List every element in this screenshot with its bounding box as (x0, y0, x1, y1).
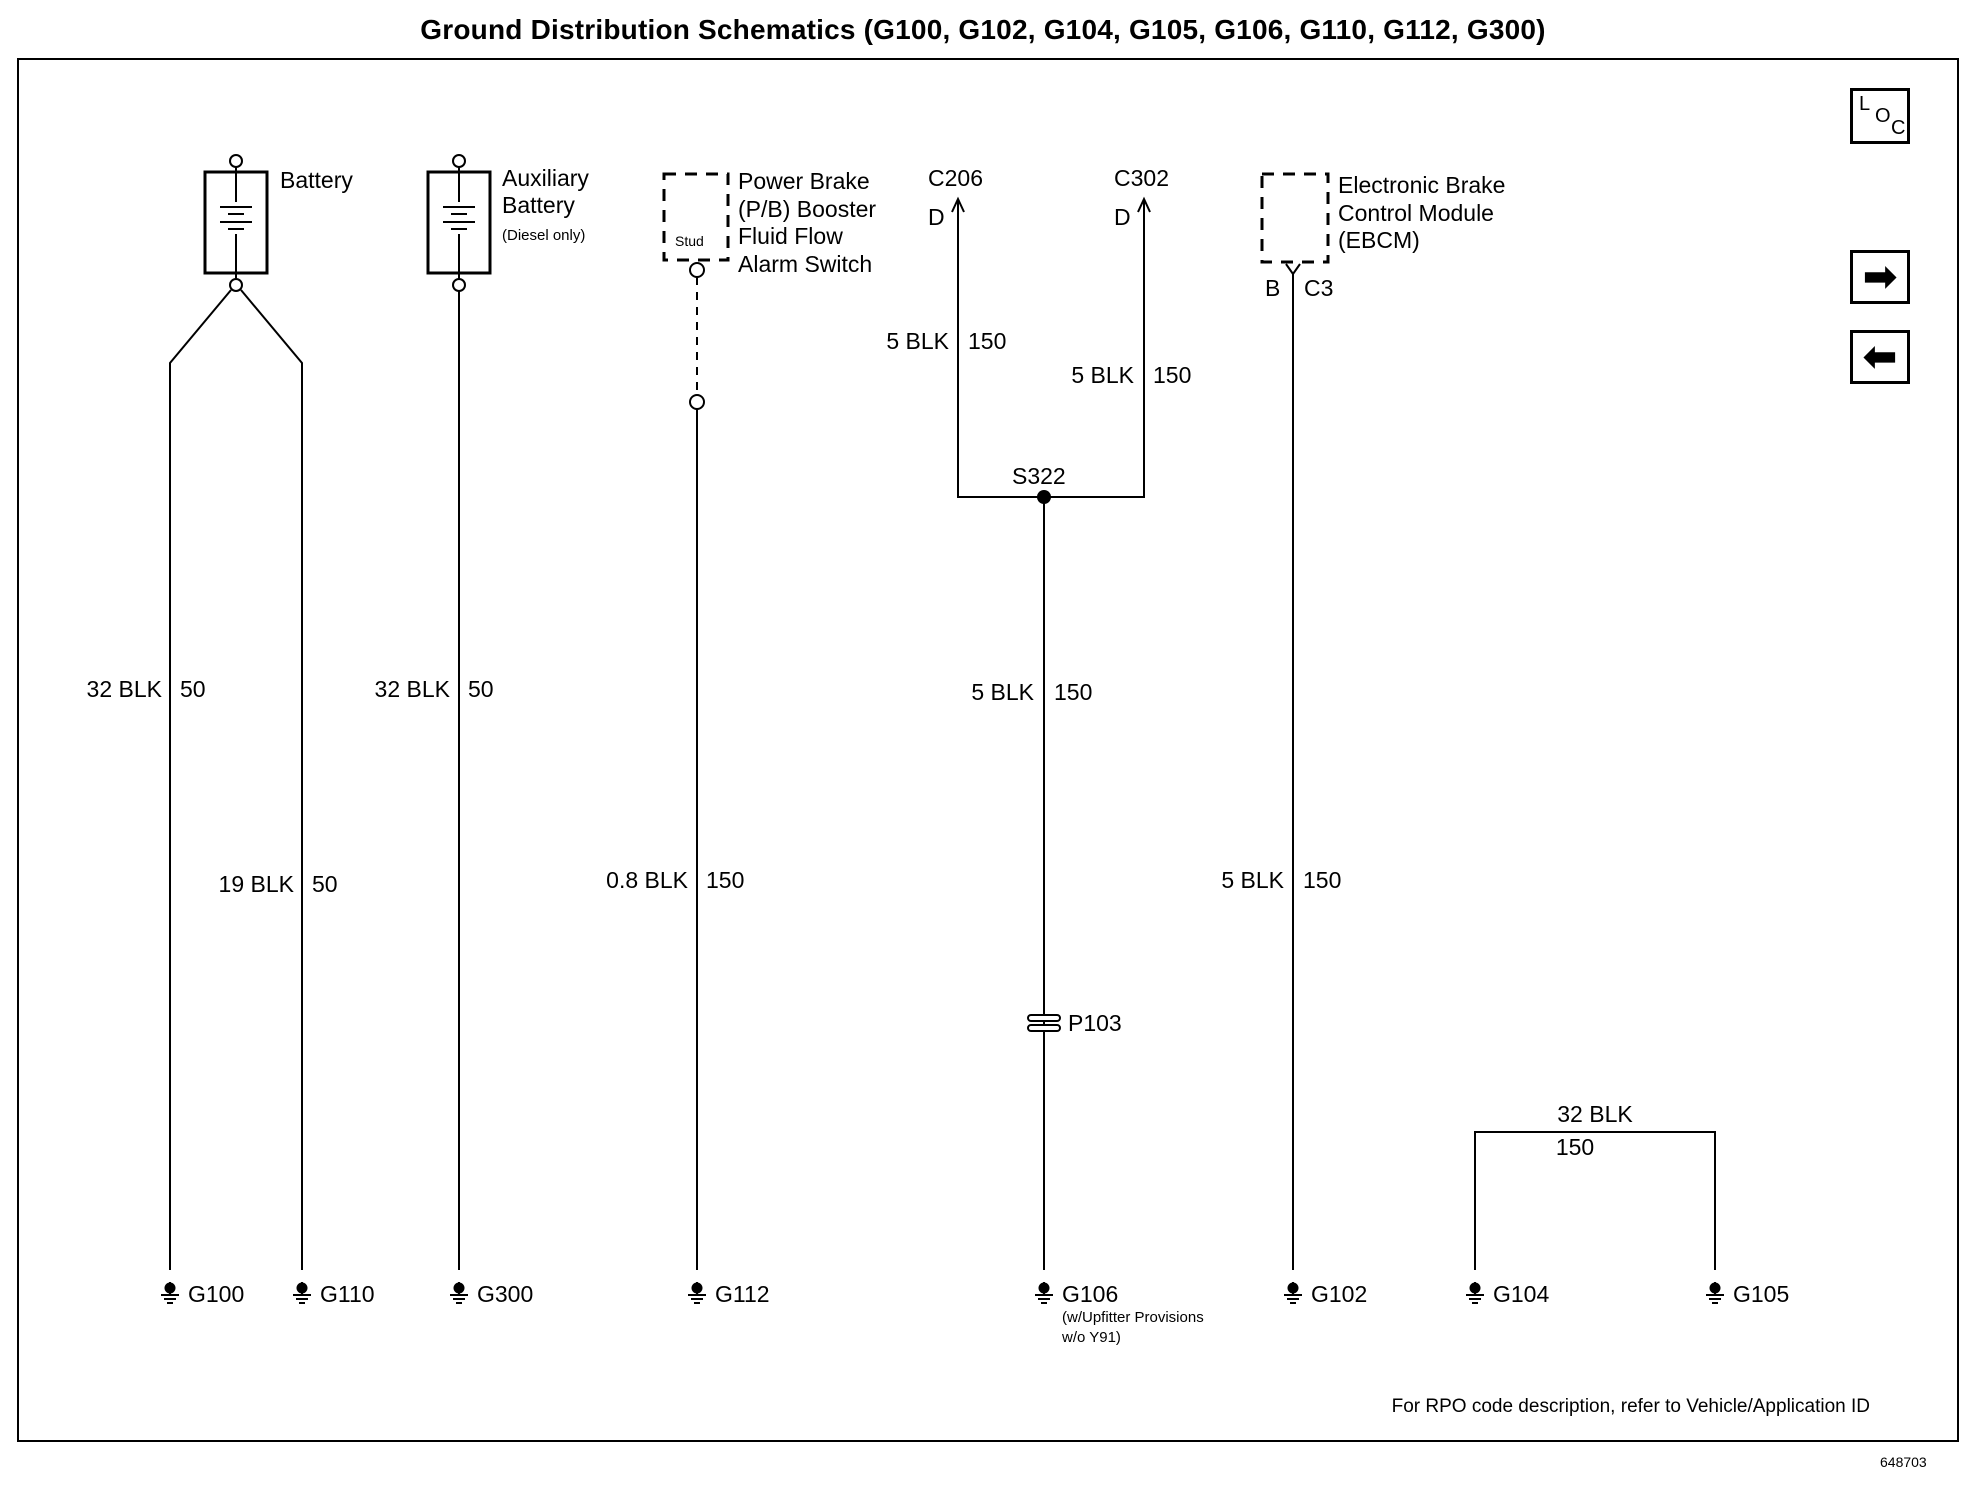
ground-icon-g106 (1034, 1281, 1054, 1304)
pass-through-p103-label: P103 (1068, 1010, 1122, 1036)
document-number: 648703 (1880, 1454, 1927, 1470)
circuit-label-g110: 50 (312, 871, 338, 897)
circuit-label-c206: 150 (968, 328, 1006, 354)
wire-label-g300: 32 BLK (375, 676, 451, 702)
loc-letter-c: C (1891, 117, 1906, 139)
ground-icon-g102 (1283, 1281, 1303, 1304)
pb-switch-label-line2: (P/B) Booster (738, 196, 876, 222)
wire-label-g102: 5 BLK (1221, 867, 1284, 893)
pb-switch-label-line4: Alarm Switch (738, 251, 872, 277)
circuit-label-g300: 50 (468, 676, 494, 702)
ground-label-g102: G102 (1311, 1281, 1367, 1307)
pass-through-p103-icon (1027, 1014, 1061, 1032)
rpo-footnote: For RPO code description, refer to Vehic… (1391, 1396, 1870, 1417)
c302-arrow-icon (1137, 196, 1151, 213)
connector-c302-label: C302 (1114, 165, 1169, 191)
loc-letter-l: L (1859, 93, 1871, 115)
circuit-label-g102: 150 (1303, 867, 1341, 893)
circuit-label-g104-g105: 150 (1556, 1134, 1594, 1160)
ground-label-g300: G300 (477, 1281, 533, 1307)
g106-note-line1: (w/Upfitter Provisions (1062, 1309, 1204, 1326)
next-page-button[interactable]: ➡ (1850, 250, 1910, 304)
wire-label-g106: 5 BLK (971, 679, 1034, 705)
aux-battery-label-line1: Auxiliary (502, 165, 589, 191)
connector-c302-pin: D (1114, 204, 1131, 230)
c206-arrow-icon (951, 196, 965, 213)
ebcm-component: Electronic Brake Control Module (EBCM) (1260, 172, 1505, 264)
wire-label-g110: 19 BLK (219, 871, 295, 897)
ground-icon-g104 (1465, 1281, 1485, 1304)
pb-switch-label-line1: Power Brake (738, 168, 870, 194)
ground-icon-g112 (687, 1281, 707, 1304)
circuit-label-c302: 150 (1153, 362, 1191, 388)
loc-letter-o: O (1875, 105, 1891, 127)
wire-label-c302: 5 BLK (1071, 362, 1134, 388)
wire-label-g112: 0.8 BLK (606, 867, 688, 893)
ground-icon-g105 (1705, 1281, 1725, 1304)
battery-component: Battery (203, 154, 353, 292)
pb-booster-switch-component: Stud Power Brake (P/B) Booster Fluid Flo… (662, 168, 876, 410)
ground-label-g104: G104 (1493, 1281, 1549, 1307)
ground-label-g106: G106 (1062, 1281, 1118, 1307)
battery-label: Battery (280, 167, 353, 193)
wire-label-g100: 32 BLK (87, 676, 163, 702)
ground-label-g105: G105 (1733, 1281, 1789, 1307)
wire-label-c206: 5 BLK (886, 328, 949, 354)
ebcm-connector-label: C3 (1304, 275, 1333, 301)
diagram-frame (17, 58, 1959, 1442)
ebcm-label-line3: (EBCM) (1338, 227, 1420, 253)
connector-c206-label: C206 (928, 165, 983, 191)
aux-battery-label-line2: Battery (502, 192, 575, 218)
ground-label-g110: G110 (320, 1281, 375, 1307)
pb-switch-label-line3: Fluid Flow (738, 223, 843, 249)
wire-label-g104-g105: 32 BLK (1557, 1101, 1633, 1127)
ebcm-label-line1: Electronic Brake (1338, 172, 1505, 198)
splice-s322-label: S322 (1012, 463, 1066, 489)
aux-battery-note: (Diesel only) (502, 227, 585, 244)
ground-label-g100: G100 (188, 1281, 244, 1307)
ebcm-connector-icon (1285, 263, 1301, 276)
stud-label: Stud (675, 233, 704, 249)
connector-c206-pin: D (928, 204, 945, 230)
ground-icon-g110 (292, 1281, 312, 1304)
location-view-button[interactable]: L O C (1850, 88, 1910, 144)
arrow-right-icon: ➡ (1863, 255, 1897, 299)
auxiliary-battery-component: Auxiliary Battery (Diesel only) (426, 154, 589, 292)
battery-wires (169, 289, 303, 1270)
g106-note-line2: w/o Y91) (1061, 1329, 1121, 1346)
previous-page-button[interactable]: ⬅ (1850, 330, 1910, 384)
arrow-left-icon: ⬅ (1863, 335, 1897, 379)
ground-icon-g300 (449, 1281, 469, 1304)
ground-icon-g100 (160, 1281, 180, 1304)
ground-label-g112: G112 (715, 1281, 770, 1307)
page-title: Ground Distribution Schematics (G100, G1… (420, 14, 1546, 45)
circuit-label-g106: 150 (1054, 679, 1092, 705)
ebcm-pin-label: B (1265, 275, 1280, 301)
wire-g104-g105 (1474, 1131, 1716, 1270)
ebcm-label-line2: Control Module (1338, 200, 1494, 226)
circuit-label-g112: 150 (706, 867, 744, 893)
circuit-label-g100: 50 (180, 676, 206, 702)
